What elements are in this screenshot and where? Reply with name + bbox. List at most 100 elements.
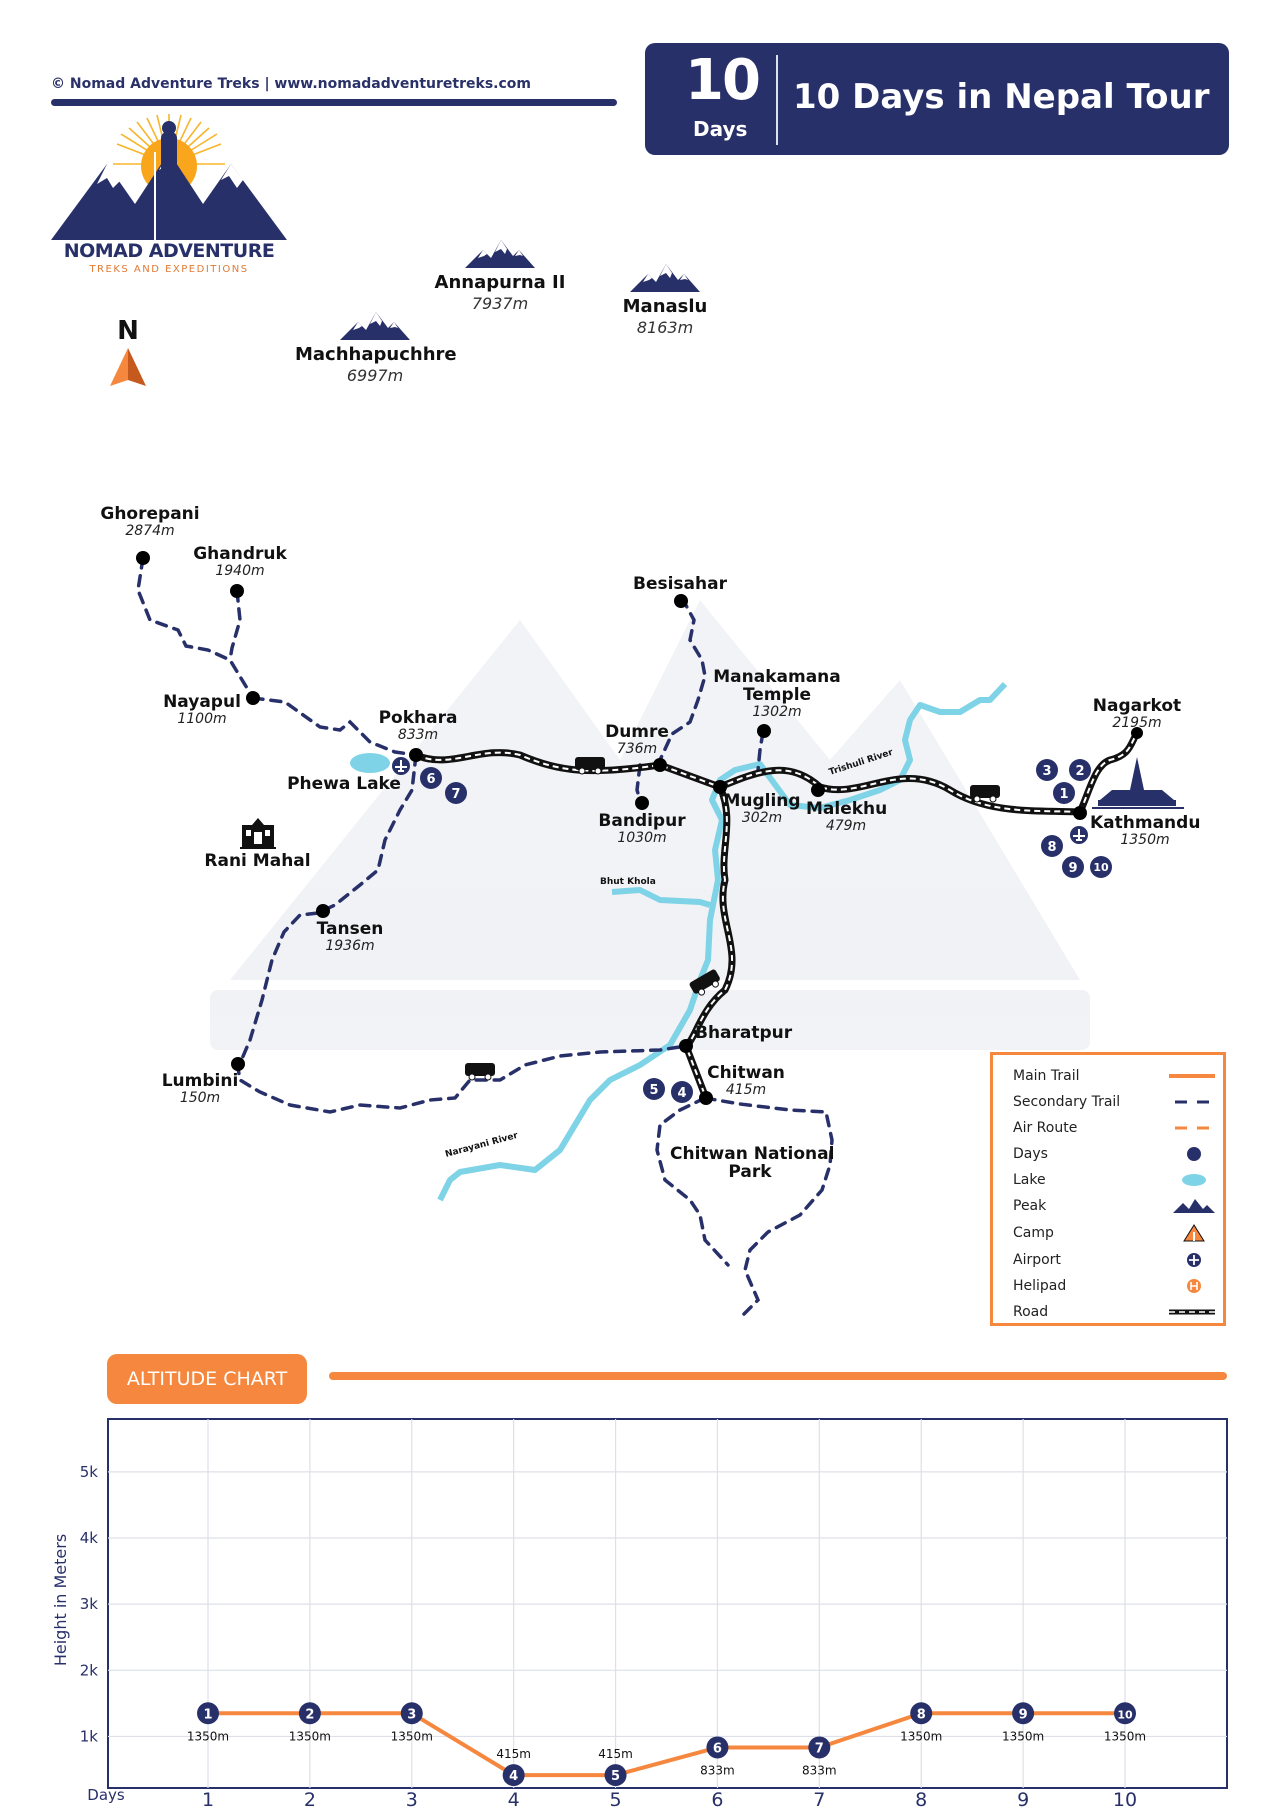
header-divider bbox=[51, 99, 617, 106]
point-day-label: 1 bbox=[203, 1707, 212, 1722]
peak-icon bbox=[340, 312, 410, 340]
x-tick-label: 6 bbox=[711, 1789, 723, 1811]
chart-frame bbox=[107, 1418, 1228, 1789]
map-legend: Main Trail Secondary Trail Air Route Day… bbox=[990, 1052, 1226, 1326]
day-markers-kathmandu-end: 8 9 10 bbox=[1041, 835, 1112, 878]
legend-days: Days bbox=[1013, 1143, 1213, 1165]
y-axis-label: Height in Meters bbox=[51, 1534, 70, 1666]
day-marker: 5 bbox=[649, 1083, 658, 1098]
dot-chitwan bbox=[699, 1091, 713, 1105]
dot-kathmandu bbox=[1073, 806, 1087, 820]
place-phewa-lake: Phewa Lake bbox=[287, 774, 401, 794]
day-marker: 9 bbox=[1068, 861, 1077, 876]
place-chitwan-national-park: Chitwan National Park bbox=[670, 1144, 835, 1182]
legend-air-route: Air Route bbox=[1013, 1117, 1213, 1139]
x-tick-label: 9 bbox=[1017, 1789, 1029, 1811]
dot-malekhu bbox=[811, 783, 825, 797]
vehicle-icon bbox=[575, 757, 605, 775]
x-tick-label: 7 bbox=[813, 1789, 825, 1811]
point-value-label: 415m bbox=[598, 1747, 633, 1761]
logo-mountain-icon bbox=[51, 114, 287, 240]
point-value-label: 415m bbox=[496, 1747, 531, 1761]
y-tick-label: 5k bbox=[80, 1463, 99, 1481]
place-besisahar: Besisahar bbox=[633, 574, 727, 594]
rivers bbox=[437, 681, 1008, 1202]
legend-secondary-trail: Secondary Trail bbox=[1013, 1091, 1213, 1113]
x-tick-label: 2 bbox=[304, 1789, 316, 1811]
altitude-point: 9 1350m bbox=[1002, 1702, 1044, 1743]
vehicle-icon bbox=[689, 969, 720, 996]
point-marker bbox=[197, 1702, 219, 1725]
altitude-point: 2 1350m bbox=[289, 1702, 331, 1743]
place-dots bbox=[136, 551, 1143, 1105]
place-nagarkot: Nagarkot 2195m bbox=[1092, 696, 1182, 731]
day-marker: 3 bbox=[1042, 764, 1051, 779]
legend-lake: Lake bbox=[1013, 1169, 1213, 1191]
dot-ghandruk bbox=[230, 584, 244, 598]
y-tick-label: 1k bbox=[80, 1727, 99, 1745]
y-tick-label: 4k bbox=[80, 1529, 99, 1547]
day-marker: 10 bbox=[1093, 861, 1109, 874]
place-ghorepani: Ghorepani 2874m bbox=[100, 504, 200, 539]
peak-icon bbox=[465, 240, 535, 268]
dot-lumbini bbox=[231, 1057, 245, 1071]
point-marker bbox=[1114, 1702, 1136, 1725]
dot-nayapul bbox=[246, 691, 260, 705]
peak-icon bbox=[630, 264, 700, 292]
x-tick-label: 8 bbox=[915, 1789, 927, 1811]
point-day-label: 10 bbox=[1117, 1708, 1133, 1721]
point-marker bbox=[298, 1702, 321, 1725]
y-tick-label: 2k bbox=[80, 1661, 99, 1679]
airport-icon bbox=[1187, 1253, 1201, 1267]
point-marker bbox=[910, 1702, 933, 1725]
chart-grid-horizontal bbox=[108, 1471, 1227, 1738]
point-day-label: 7 bbox=[815, 1741, 824, 1756]
point-day-label: 2 bbox=[305, 1707, 314, 1722]
day-dot-icon bbox=[1187, 1147, 1201, 1161]
copyright-text: © Nomad Adventure Treks | www.nomadadven… bbox=[51, 76, 531, 92]
x-tick-label: 1 bbox=[202, 1789, 214, 1811]
rani-mahal-palace-icon bbox=[240, 818, 276, 849]
dot-ghorepani bbox=[136, 551, 150, 565]
company-logo: NOMAD ADVENTURE TREKS AND EXPEDITIONS bbox=[51, 112, 287, 282]
day-markers-chitwan: 5 4 bbox=[643, 1078, 693, 1103]
point-day-label: 5 bbox=[611, 1769, 620, 1784]
title-separator bbox=[776, 55, 778, 145]
north-arrow-icon bbox=[110, 348, 146, 386]
dot-bharatpur bbox=[679, 1039, 693, 1053]
point-value-label: 1350m bbox=[1002, 1729, 1044, 1743]
place-rani-mahal: Rani Mahal bbox=[204, 851, 311, 871]
day-marker: 4 bbox=[677, 1086, 686, 1101]
road-icon bbox=[1169, 1309, 1215, 1315]
vehicle-icon bbox=[465, 1063, 495, 1081]
point-day-label: 3 bbox=[407, 1707, 416, 1722]
place-bharatpur: Bharatpur bbox=[695, 1023, 793, 1043]
x-tick-label: 10 bbox=[1113, 1789, 1137, 1811]
north-label: N bbox=[117, 316, 139, 346]
dot-mugling bbox=[713, 780, 727, 794]
point-marker bbox=[604, 1764, 627, 1787]
point-value-label: 1350m bbox=[900, 1729, 942, 1743]
point-day-label: 9 bbox=[1019, 1707, 1028, 1722]
dot-manakamana bbox=[757, 724, 771, 738]
legend-airport: Airport bbox=[1013, 1249, 1213, 1271]
point-value-label: 1350m bbox=[289, 1729, 331, 1743]
logo-name: NOMAD ADVENTURE bbox=[63, 240, 275, 262]
altitude-divider bbox=[329, 1372, 1227, 1380]
boudhanath-stupa-icon bbox=[1092, 757, 1184, 809]
route-map: Trishuli River Bhut Khola Narayani River bbox=[136, 551, 1184, 1318]
legend-road: Road bbox=[1013, 1301, 1215, 1323]
logo-tagline: TREKS AND EXPEDITIONS bbox=[89, 264, 249, 275]
days-count: 10 bbox=[685, 48, 761, 113]
narayani-river-label: Narayani River bbox=[444, 1131, 519, 1160]
x-tick-label: 3 bbox=[406, 1789, 418, 1811]
day-marker: 6 bbox=[426, 772, 435, 787]
bhut-khola-label: Bhut Khola bbox=[600, 877, 656, 887]
